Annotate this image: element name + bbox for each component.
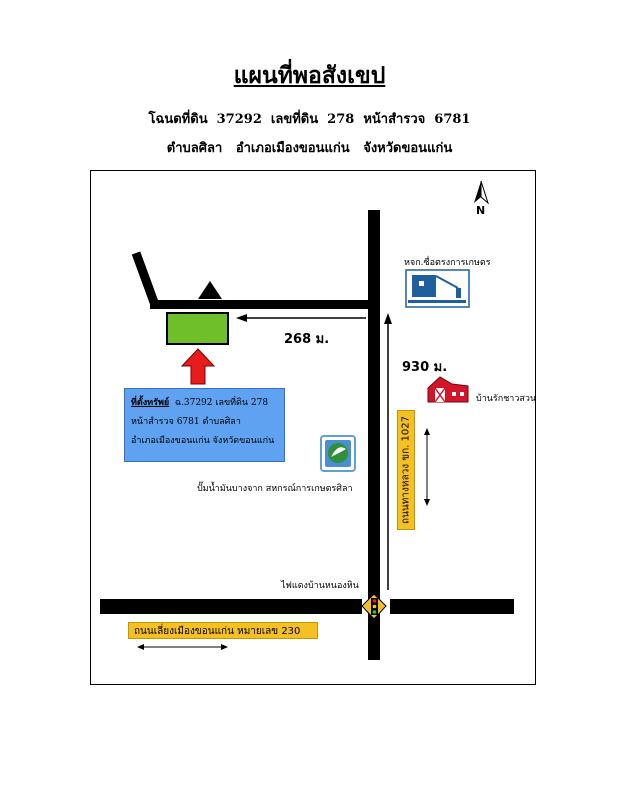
north-label: N [476, 204, 486, 217]
road-230-label: ถนนเลี่ยงเมืองขอนแก่น หมายเลข 230 [128, 622, 318, 639]
highway-1027-road [368, 210, 380, 660]
road-230-east [390, 599, 514, 614]
north-arrow-icon [474, 180, 490, 205]
bangchak-logo-icon [320, 435, 356, 472]
property-heading: ที่ตั้งทรัพย์ [131, 398, 170, 408]
road-1027-text: ถนนทางหลวง ขก. 1027 [400, 416, 412, 524]
location-info-line: ตำบลศิลา อำเภอเมืองขอนแก่น จังหวัดขอนแก่… [166, 141, 453, 156]
farm-label: บ้านรักชาวสวน [476, 394, 537, 404]
traffic-light-icon [361, 593, 387, 620]
office-building-icon [405, 269, 470, 308]
soi-road [150, 300, 372, 309]
map-frame [90, 170, 536, 685]
distance-arrow-north [384, 313, 392, 590]
map-title: แผนที่พอสังเขป [233, 62, 386, 89]
property-parcel [166, 312, 229, 345]
property-info-line3: อำเภอเมืองขอนแก่น จังหวัดขอนแก่น [131, 436, 275, 446]
double-arrow-vertical [424, 428, 430, 506]
traffic-light-label: ไฟแดงบ้านหนองหิน [281, 581, 359, 591]
deed-info-line: โฉนดที่ดิน 37292 เลขที่ดิน 278 หน้าสำรวจ… [148, 112, 471, 127]
triangle-marker [198, 281, 222, 299]
road-230-west [100, 599, 362, 614]
property-pointer-arrow [180, 348, 216, 385]
distance-arrow-west [236, 314, 366, 322]
distance-west-label: 268 ม. [284, 332, 330, 347]
property-info-line1: ที่ตั้งทรัพย์ ฉ.37292 เลขที่ดิน 278 [131, 394, 278, 413]
gas-station-label: ปั๊มน้ำมันบางจาก สหกรณ์การเกษตรศิลา [197, 484, 353, 494]
property-deed-text: ฉ.37292 เลขที่ดิน 278 [174, 398, 269, 408]
red-barn-icon [427, 376, 469, 403]
office-label: หจก.ซื่อตรงการเกษตร [404, 258, 491, 268]
distance-north-label: 930 ม. [402, 360, 448, 375]
property-info-line2: หน้าสำรวจ 6781 ตำบลศิลา [131, 417, 241, 427]
double-arrow-horizontal [137, 644, 228, 650]
diagonal-road [131, 251, 160, 307]
road-1027-label: ถนนทางหลวง ขก. 1027 [397, 410, 415, 530]
property-info-box: ที่ตั้งทรัพย์ ฉ.37292 เลขที่ดิน 278 หน้า… [124, 388, 285, 462]
